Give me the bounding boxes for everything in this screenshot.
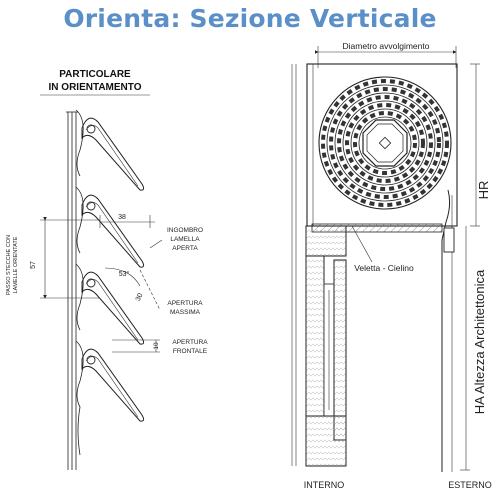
dim-angle: 53° [119,270,130,278]
slat-2 [75,186,145,268]
ann-apertura-max-1: APERTURA [167,300,203,307]
slat-4 [75,340,145,456]
dim-30: 30 [135,292,145,302]
page-title: Orienta: Sezione Verticale [63,4,437,33]
ha-label: HA Altezza Architettonica [472,269,487,414]
detail-heading-2: IN ORIENTAMENTO [49,82,142,93]
slat-3 [75,263,145,345]
vertical-label-2: LAMELLE ORIENTATE [13,236,19,293]
ann-ingombro-2: LAMELLA [170,236,200,243]
diametro-label: Diametro avvolgimento [343,41,430,51]
curtain-descent [441,189,451,472]
guide-clip [443,227,455,253]
interno-label: INTERNO [304,480,345,490]
dim-57: 57 [30,261,37,269]
ann-apertura-front-2: FRONTALE [173,348,208,355]
coil-rolled-slats [318,76,452,210]
detail-orientation: PARTICOLARE IN ORIENTAMENTO [6,69,208,470]
esterno-label: ESTERNO [448,480,492,490]
dimension-lines [40,215,163,353]
slat-group [75,109,145,456]
ann-ingombro-3: APERTA [172,245,198,252]
dim-10: 10 [153,342,160,350]
slat-1 [75,109,145,191]
ann-apertura-max-2: MASSIMA [170,309,201,316]
detail-heading-1: PARTICOLARE [59,69,131,80]
vertical-section: Diametro avvolgimento [291,41,492,490]
window-frame [305,225,347,467]
ann-ingombro-1: INGOMBRO [167,227,203,234]
ann-apertura-front-1: APERTURA [172,339,208,346]
hr-label: HR [476,181,491,200]
octagonal-shaft [362,119,408,167]
veletta-label: Veletta - Cielino [354,263,414,273]
veletta-leader [351,225,373,263]
guide-rail [66,111,78,470]
dim-38: 38 [118,214,126,221]
vertical-label-1: PASSO STECCHE CON [6,235,12,295]
